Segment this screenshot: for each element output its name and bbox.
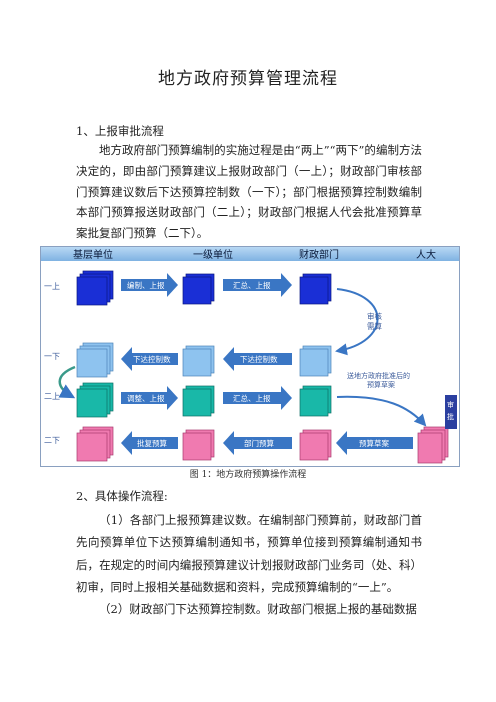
section2-heading: 2、具体操作流程:	[76, 489, 168, 503]
arrow-row1-a: 编制、上报	[121, 273, 178, 297]
stack-row4-npc	[417, 426, 449, 464]
row-label: 二上	[44, 392, 60, 401]
stack-row3-finance	[299, 385, 332, 417]
arrow-row4-b: 部门预算	[223, 431, 292, 455]
arrow-row2-to-row3	[58, 365, 76, 399]
section1-paragraph: 地方政府部门预算编制的实施过程是由“两上”“两下”的编制方法决定的，即由部门预算…	[76, 143, 422, 241]
stack-row4-finance	[299, 429, 332, 461]
column-label: 人大	[416, 248, 436, 261]
svg-text:部门预算: 部门预算	[244, 438, 274, 448]
stack-row1-level1	[182, 273, 215, 305]
stack-row2-basic	[76, 342, 114, 378]
section2-paragraph-1: （1）各部门上报预算建议数。在编制部门预算前，财政部门首先向预算单位下达预算编制…	[76, 513, 422, 594]
stack-row2-finance	[299, 345, 332, 377]
stack-row1-finance	[299, 273, 332, 305]
review-note: 审核	[367, 311, 382, 321]
diagram-header-band	[41, 247, 459, 261]
row-label: 一下	[44, 352, 60, 361]
budget-flow-diagram: 基层单位 一级单位 财政部门 人大 一上 一下 二上 二下	[40, 246, 460, 467]
arrow-row2-a: 下达控制数	[121, 347, 178, 371]
arrow-row3-b: 汇总、上报	[223, 386, 292, 410]
svg-text:下达控制数: 下达控制数	[240, 354, 278, 364]
svg-text:批复预算: 批复预算	[137, 438, 167, 448]
review-note: 需算	[367, 321, 382, 331]
section2-paragraph-2: （2）财政部门下达预算控制数。财政部门根据上报的基础数据	[99, 602, 417, 616]
row-label: 一上	[44, 282, 60, 291]
svg-text:编制、上报: 编制、上报	[127, 280, 165, 290]
section1-heading: 1、上报审批流程	[76, 124, 164, 138]
row-label: 二下	[44, 436, 60, 445]
arrow-row1-b: 汇总、上报	[223, 273, 292, 297]
stack-row1-basic	[76, 270, 114, 306]
arrow-row2-b: 下达控制数	[223, 347, 292, 371]
submit-note: 送地方政府批准后的	[347, 371, 410, 380]
stack-row4-level1	[182, 429, 215, 461]
svg-text:调整、上报: 调整、上报	[127, 393, 165, 403]
stack-row3-basic	[76, 382, 114, 418]
arrow-to-npc	[336, 395, 427, 427]
column-label: 财政部门	[299, 248, 339, 261]
arrow-row4-c: 预算草案	[336, 431, 413, 455]
arrow-row4-a: 批复预算	[121, 431, 178, 455]
svg-text:下达控制数: 下达控制数	[133, 354, 171, 364]
column-label: 基层单位	[73, 248, 113, 261]
stack-row3-level1	[182, 385, 215, 417]
arrow-row3-a: 调整、上报	[121, 386, 178, 410]
approve-note: 审	[447, 400, 454, 409]
figure-caption: 图 1：地方政府预算操作流程	[189, 470, 307, 480]
svg-text:汇总、上报: 汇总、上报	[233, 393, 271, 403]
approve-note: 批	[447, 412, 454, 421]
stack-row2-level1	[182, 345, 215, 377]
svg-text:预算草案: 预算草案	[359, 438, 389, 448]
approve-tag	[445, 395, 457, 429]
arrow-review	[335, 288, 379, 356]
stack-row4-basic	[76, 426, 114, 462]
page-title: 地方政府预算管理流程	[158, 69, 338, 89]
submit-note: 预算草案	[367, 380, 395, 389]
column-label: 一级单位	[193, 248, 233, 261]
svg-text:汇总、上报: 汇总、上报	[233, 280, 271, 290]
